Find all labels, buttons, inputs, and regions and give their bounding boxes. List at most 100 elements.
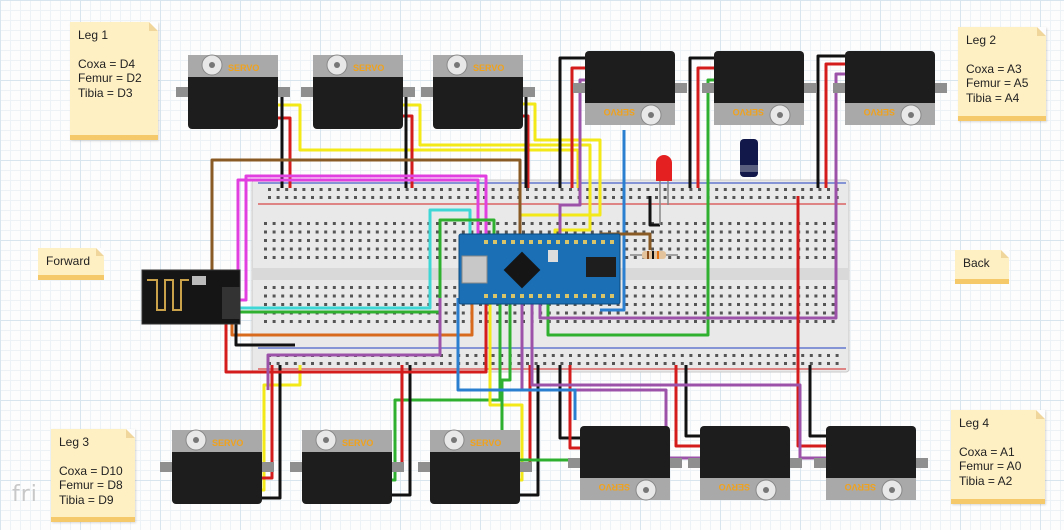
components	[141, 139, 758, 325]
hole	[272, 239, 276, 242]
nrf-crystal	[192, 276, 206, 285]
wire-leg3-tibia-ground	[517, 365, 540, 497]
hole	[393, 256, 396, 259]
hole	[444, 239, 448, 242]
hole	[792, 196, 796, 199]
hole	[594, 196, 598, 199]
wire-leg4-femur-ground	[684, 365, 702, 438]
hole	[620, 188, 624, 191]
hole	[646, 196, 650, 199]
hole	[474, 188, 478, 191]
hole	[831, 230, 835, 234]
hole	[702, 320, 706, 323]
hole	[565, 311, 568, 315]
hole	[698, 196, 701, 199]
hole	[745, 294, 749, 298]
hole	[418, 286, 422, 289]
servo-label: SERVO	[473, 63, 504, 73]
wire-leg2-femur-signal	[546, 78, 716, 337]
hole	[754, 311, 758, 315]
wire-leg1-femur-ground	[403, 92, 408, 188]
hole	[719, 294, 723, 298]
hole	[508, 196, 512, 199]
hole	[444, 320, 448, 323]
hole	[651, 247, 654, 251]
hole	[642, 247, 646, 251]
hole	[436, 230, 439, 234]
hole	[560, 196, 564, 199]
hole	[629, 188, 633, 191]
hole	[496, 222, 500, 225]
pin	[511, 240, 515, 244]
hole	[453, 311, 457, 315]
hole	[444, 222, 448, 225]
hole	[586, 196, 590, 199]
hole	[401, 222, 405, 225]
hole	[315, 230, 319, 234]
wire-leg2-coxa-signal	[558, 78, 587, 240]
hole	[801, 362, 805, 365]
hole	[418, 247, 422, 251]
hole	[268, 196, 271, 199]
pin	[583, 240, 587, 244]
hole	[461, 320, 465, 323]
hole	[732, 362, 736, 365]
servo-label: SERVO	[845, 482, 876, 492]
resistor	[630, 251, 678, 259]
hole	[741, 188, 744, 191]
resistor-band-2	[652, 251, 654, 259]
hole	[737, 311, 740, 315]
hole	[393, 239, 396, 242]
note-forward: Forward	[38, 248, 104, 280]
hole	[264, 239, 267, 242]
hole	[341, 294, 345, 298]
arduino-pins	[484, 240, 614, 298]
hole	[453, 230, 457, 234]
hole	[302, 362, 306, 365]
nrf24-module	[141, 269, 241, 325]
hole	[358, 320, 362, 323]
hole	[281, 286, 285, 289]
hole	[745, 256, 749, 259]
hole	[805, 230, 809, 234]
hole	[422, 188, 426, 191]
hole	[388, 188, 392, 191]
hole	[633, 222, 637, 225]
wire-leg4-coxa-signal	[500, 298, 582, 462]
hole	[625, 320, 629, 323]
hole	[788, 294, 792, 298]
hole	[543, 188, 547, 191]
wire-leg1-femur-signal	[403, 103, 592, 240]
hole	[749, 196, 753, 199]
hole	[823, 294, 826, 298]
hole	[762, 303, 766, 306]
hole	[633, 303, 637, 306]
pin	[601, 294, 605, 298]
hole	[384, 247, 388, 251]
hole	[569, 196, 572, 199]
hole	[401, 256, 405, 259]
antenna-trace	[147, 279, 189, 311]
hole	[737, 320, 740, 323]
hole	[332, 320, 336, 323]
hole	[694, 239, 697, 242]
hole	[616, 230, 620, 234]
hole	[655, 354, 658, 357]
hole	[440, 354, 443, 357]
hole	[668, 256, 672, 259]
hole	[711, 230, 715, 234]
hole	[264, 320, 267, 323]
hole	[350, 247, 353, 251]
hole	[680, 188, 684, 191]
hole	[590, 222, 594, 225]
hole	[676, 230, 680, 234]
pin	[538, 294, 542, 298]
hole	[694, 222, 697, 225]
hole	[534, 362, 538, 365]
hole	[780, 230, 783, 234]
hole	[728, 256, 732, 259]
hole	[539, 320, 543, 323]
capacitor	[740, 139, 758, 177]
hole	[397, 196, 400, 199]
hole	[551, 354, 555, 357]
